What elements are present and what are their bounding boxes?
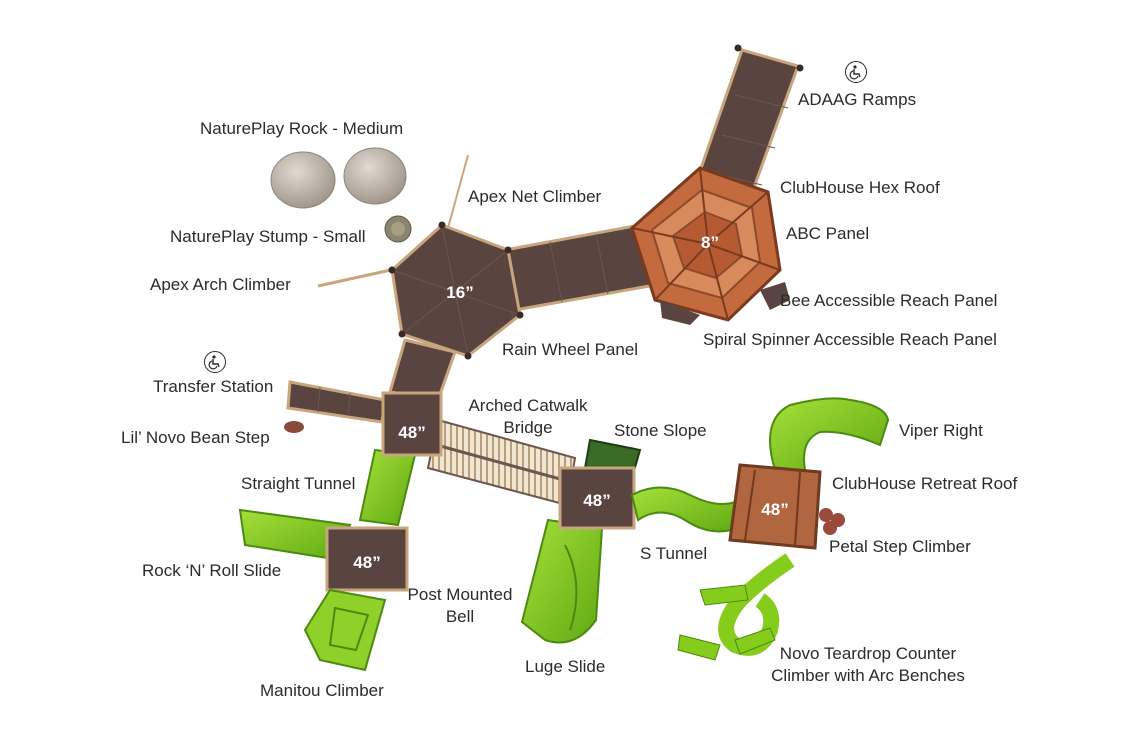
deck-label-retreat: 48” <box>761 500 788 519</box>
deck-label-slide: 48” <box>353 553 380 572</box>
label-viper-right: Viper Right <box>899 421 983 440</box>
label-stone-slope: Stone Slope <box>614 421 707 440</box>
clubhouse-retreat-roof: 48” <box>728 463 822 550</box>
luge-deck-48: 48” <box>558 466 636 530</box>
natureplay-rock-2 <box>343 147 407 205</box>
s-tunnel <box>630 486 747 533</box>
label-apex-arch-climber: Apex Arch Climber <box>150 275 291 294</box>
hex-deck-16: 16” <box>388 221 524 360</box>
label-arched-catwalk-line1: Arched Catwalk <box>468 396 588 415</box>
clubhouse-hex-roof: 8” <box>630 166 790 325</box>
label-transfer-station: Transfer Station <box>153 377 274 396</box>
deck-label-luge: 48” <box>583 491 610 510</box>
connector-stairs <box>388 338 457 402</box>
straight-tunnel <box>358 448 417 527</box>
wheelchair-icon <box>204 351 226 373</box>
viper-right-slide <box>769 397 890 471</box>
label-lil-novo-bean-step: Lil’ Novo Bean Step <box>121 428 270 447</box>
apex-net-climber-pole <box>447 154 469 229</box>
label-arched-catwalk-line2: Bridge <box>503 418 553 437</box>
label-post-mounted-bell: Post Mounted Bell <box>398 584 522 628</box>
label-abc-panel: ABC Panel <box>786 224 870 243</box>
label-bee-accessible-reach-panel: Bee Accessible Reach Panel <box>780 291 998 310</box>
label-petal-step-climber: Petal Step Climber <box>829 537 971 556</box>
natureplay-rock-1 <box>270 151 336 209</box>
label-s-tunnel: S Tunnel <box>640 544 708 563</box>
label-clubhouse-retreat-roof: ClubHouse Retreat Roof <box>832 474 1018 493</box>
label-manitou-climber: Manitou Climber <box>260 681 384 700</box>
arc-bench-2 <box>677 634 721 661</box>
manitou-climber <box>303 588 387 672</box>
upper-walkway <box>503 223 657 312</box>
label-novo-teardrop-line2: Climber with Arc Benches <box>771 666 965 685</box>
deck-label-hex: 16” <box>446 283 473 302</box>
label-rain-wheel-panel: Rain Wheel Panel <box>502 340 639 359</box>
novo-teardrop-climber <box>718 553 795 656</box>
petal-step-climber <box>819 508 845 535</box>
label-natureplay-rock-medium: NaturePlay Rock - Medium <box>200 119 404 138</box>
label-clubhouse-hex-roof: ClubHouse Hex Roof <box>780 178 940 197</box>
label-post-mounted-line2: Bell <box>445 607 475 626</box>
deck-label-clubhouse-hex: 8” <box>701 233 719 252</box>
label-natureplay-stump-small: NaturePlay Stump - Small <box>170 227 366 246</box>
label-luge-slide: Luge Slide <box>525 657 606 676</box>
deck-label-transfer: 48” <box>398 423 425 442</box>
label-arched-catwalk-bridge: Arched Catwalk Bridge <box>468 395 588 439</box>
label-novo-teardrop-line1: Novo Teardrop Counter <box>779 644 957 663</box>
transfer-station <box>286 380 387 424</box>
label-straight-tunnel: Straight Tunnel <box>241 474 356 493</box>
slide-deck-48: 48” <box>325 526 409 592</box>
wheelchair-icon <box>845 61 867 83</box>
arc-bench-1 <box>699 584 749 606</box>
transfer-deck-48: 48” <box>381 391 443 457</box>
label-novo-teardrop-climber: Novo Teardrop Counter Climber with Arc B… <box>756 643 980 687</box>
bean-step <box>284 421 304 433</box>
label-apex-net-climber: Apex Net Climber <box>468 187 602 206</box>
luge-slide <box>520 518 604 644</box>
label-adaag-ramps: ADAAG Ramps <box>798 90 917 109</box>
label-spiral-spinner-panel: Spiral Spinner Accessible Reach Panel <box>703 330 997 349</box>
arc-bench-3 <box>734 627 776 655</box>
apex-arch-climber-bar <box>317 266 401 288</box>
label-rock-n-roll-slide: Rock ‘N’ Roll Slide <box>142 561 282 580</box>
label-post-mounted-line1: Post Mounted <box>407 585 513 604</box>
